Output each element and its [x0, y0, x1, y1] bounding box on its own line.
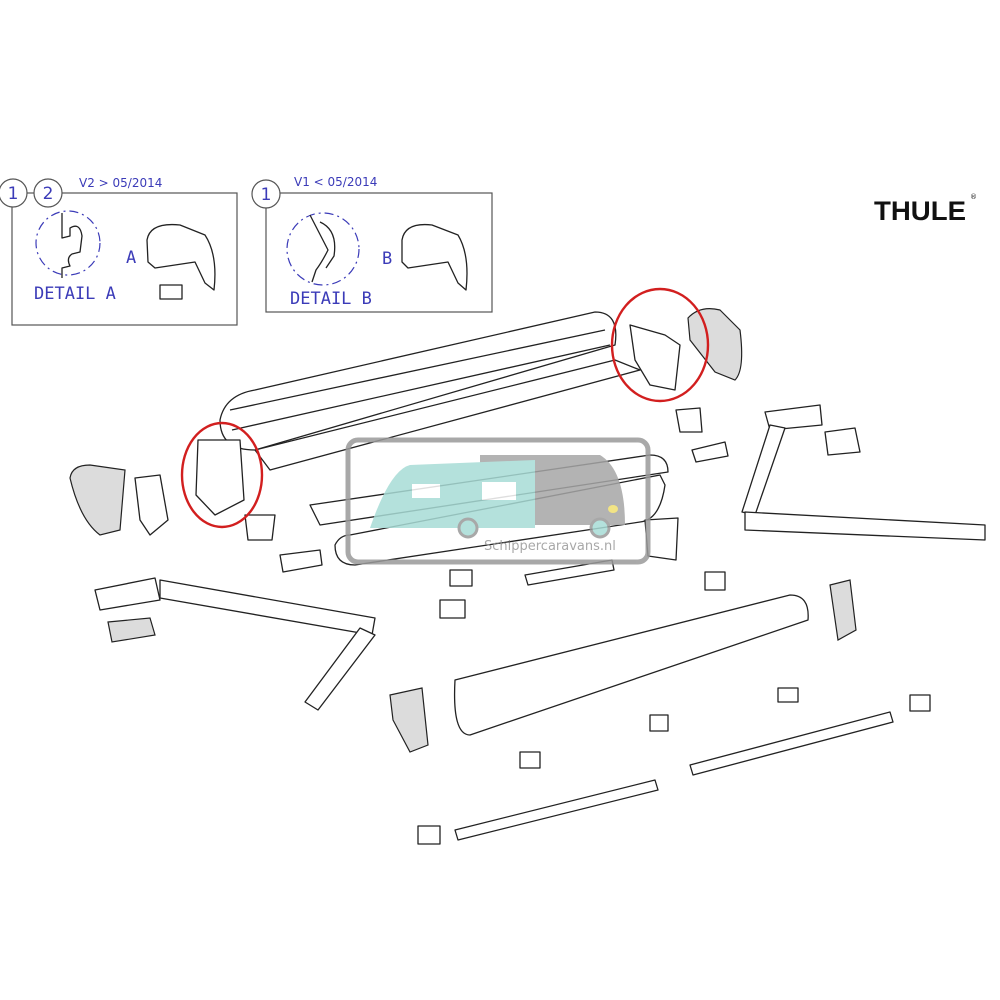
right-clamp — [675, 407, 703, 433]
inset-v1-box: 1 V1 < 05/2014 DETAIL B B — [251, 175, 493, 313]
callout-2 — [33, 178, 63, 208]
watermark: Schippercaravans.nl — [345, 437, 651, 565]
callout-2-label: 2 — [43, 184, 54, 204]
detail-a-profile — [61, 213, 83, 278]
left-rail — [454, 779, 659, 841]
callout-1 — [0, 178, 28, 208]
detail-b-label: DETAIL B — [290, 289, 372, 309]
left-arm — [94, 577, 376, 711]
version-label: V2 > 05/2014 — [79, 176, 162, 190]
front-bar — [389, 579, 857, 753]
right-end-plate — [629, 324, 681, 391]
logo-text: THULE — [874, 196, 966, 226]
end-cap-v2 — [146, 223, 216, 291]
detail-b-profile — [309, 214, 336, 283]
inset-v2-box: 1 2 V2 > 05/2014 DETAIL A A — [0, 176, 238, 326]
small-clips — [417, 559, 931, 845]
right-rail — [689, 711, 894, 776]
highlight-left-end-plate — [180, 421, 264, 529]
watermark-text: Schippercaravans.nl — [484, 539, 616, 554]
right-end-cover — [687, 308, 743, 381]
right-spring-rod — [691, 441, 729, 463]
left-bracket — [134, 474, 169, 536]
right-small-cap — [824, 427, 861, 456]
roller-tube — [219, 311, 641, 471]
spring-rod — [279, 549, 323, 573]
thule-logo: THULE ® — [874, 193, 977, 226]
left-end-plate — [195, 439, 245, 516]
detail-a-circle — [35, 210, 101, 276]
marker-b: B — [382, 249, 392, 269]
caravan-icon — [370, 460, 535, 528]
clip-part — [159, 284, 183, 300]
version-label: V1 < 05/2014 — [294, 175, 377, 189]
end-cap-v1 — [401, 223, 468, 291]
detail-b-circle — [286, 212, 360, 286]
callout-1-label: 1 — [261, 185, 272, 205]
marker-a: A — [126, 248, 136, 268]
registered-mark: ® — [970, 193, 977, 201]
callout-1 — [251, 179, 281, 209]
highlight-right-end-plate — [610, 287, 710, 403]
left-end-cover — [69, 464, 126, 536]
small-clamp — [244, 514, 276, 541]
detail-a-label: DETAIL A — [34, 284, 116, 304]
right-arm — [741, 404, 986, 541]
callout-1-label: 1 — [8, 184, 19, 204]
